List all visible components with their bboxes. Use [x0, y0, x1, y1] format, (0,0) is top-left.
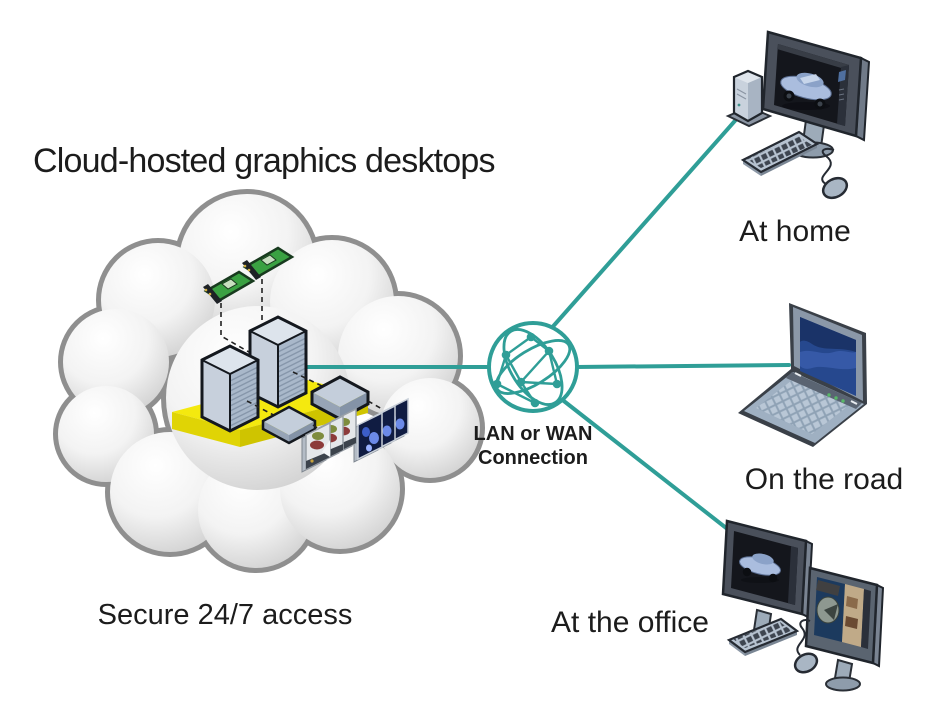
keyboard-icon: [740, 130, 820, 176]
server-dashed-connectors: [246, 371, 325, 420]
appliance-icon: [310, 375, 370, 421]
laptop-keys: [756, 377, 852, 434]
server-vents: [277, 337, 307, 403]
car-render: [739, 553, 781, 583]
cad-images-icon: [301, 407, 357, 473]
dual-monitor-workstation-icon: [721, 519, 885, 692]
line-network-to-home: [547, 112, 743, 333]
laptop-icon: [738, 303, 867, 447]
server-tower-icon: [200, 344, 260, 433]
monitor-icon: [761, 30, 871, 159]
keyboard-icon: [726, 617, 800, 656]
endpoint-label-road: On the road: [745, 463, 903, 496]
line-network-to-office: [558, 396, 732, 533]
network-label-line2: Connection: [478, 447, 588, 469]
caption-secure-access: Secure 24/7 access: [98, 599, 353, 631]
car-render: [780, 72, 832, 110]
gpu-card-icon: [203, 270, 256, 304]
gpu-bracket: [242, 260, 261, 280]
endpoint-label-office: At the office: [551, 606, 709, 639]
gpu-chip: [260, 254, 277, 266]
server-vents: [229, 366, 259, 427]
highlight-sail: [322, 440, 330, 457]
diagram-title: Cloud-hosted graphics desktops: [33, 142, 495, 180]
appliance-icon: [261, 405, 317, 445]
mouse-icon: [793, 618, 819, 674]
gpu-bracket: [203, 284, 222, 304]
mouse-icon: [821, 147, 849, 200]
connection-lines: [294, 112, 791, 533]
endpoint-label-home: At home: [739, 215, 851, 248]
line-network-to-laptop: [574, 363, 791, 369]
medical-images-icon: [353, 397, 409, 463]
gpu-dashed-connectors: [220, 279, 263, 353]
monitor-icon: [804, 566, 885, 692]
platform-front-left: [172, 412, 240, 447]
globe-nodes: [492, 332, 562, 408]
network-globe-icon: [487, 321, 579, 413]
tower-icon: [732, 69, 764, 123]
desktop-computer-icon: [725, 30, 871, 200]
gpu-chip: [221, 278, 238, 290]
network-label-line1: LAN or WAN: [474, 423, 593, 445]
gpu-card-icon: [242, 246, 295, 280]
